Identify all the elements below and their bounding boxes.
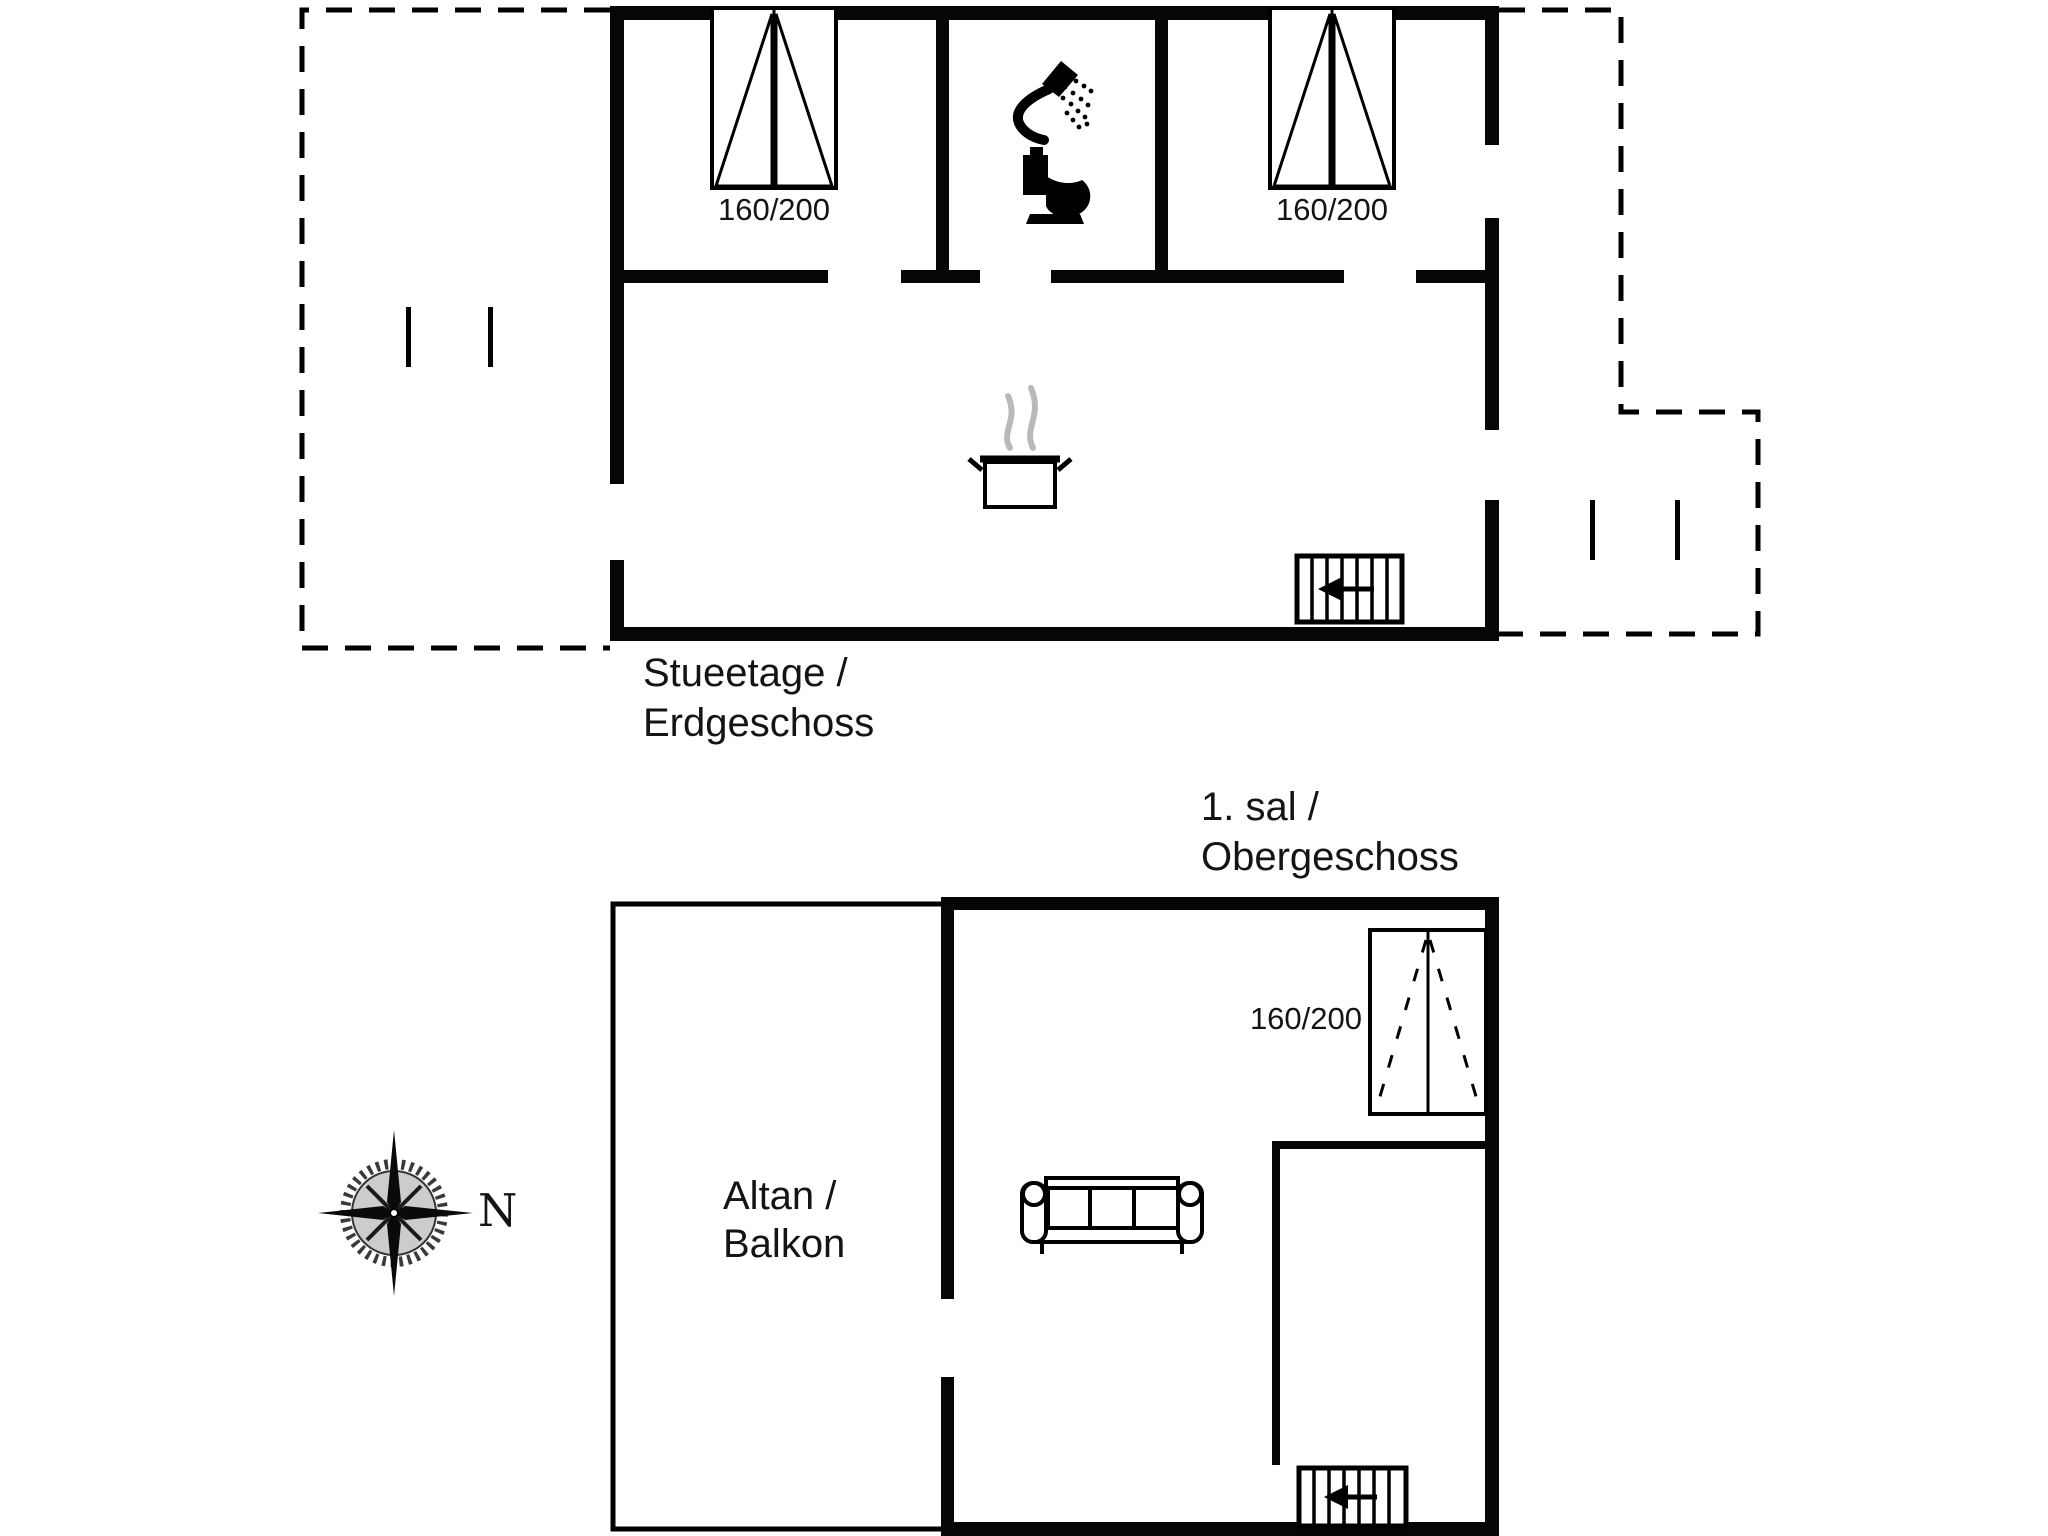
double-bed-icon [1268, 6, 1396, 190]
stairs-icon [1296, 1465, 1409, 1529]
toilet-icon [1023, 147, 1091, 224]
sofa-icon [1020, 1176, 1204, 1254]
first-floor-title: 1. sal / Obergeschoss [1201, 782, 1459, 882]
balcony-label: Altan / Balkon [723, 1172, 845, 1268]
cooking-pot-icon [967, 385, 1073, 509]
first-floor-title-line1: 1. sal / [1201, 785, 1319, 829]
stairs-direction-arrow-head [1318, 577, 1342, 601]
double-bed-icon [1368, 928, 1488, 1116]
window-marker-icon [1675, 500, 1680, 560]
terrace-left-outline [299, 7, 610, 651]
bed-size-label: 160/200 [1275, 192, 1389, 227]
stairs-direction-arrow-head [1324, 1485, 1348, 1509]
balcony-label-line2: Balkon [723, 1222, 846, 1266]
stairs-icon [1294, 553, 1405, 625]
shower-icon [1012, 61, 1094, 145]
balcony-label-line1: Altan / [723, 1174, 837, 1218]
compass-rose-icon [318, 1130, 473, 1296]
window-marker-icon [1590, 500, 1595, 560]
north-label: N [478, 1184, 518, 1237]
ground-floor-title-line1: Stueetage / [643, 651, 848, 695]
bed-size-label: 160/200 [717, 192, 831, 227]
balcony-outline [610, 901, 941, 1532]
first-floor-title-line2: Obergeschoss [1201, 835, 1459, 879]
water-drops [1060, 74, 1094, 130]
ground-floor-plan [299, 6, 1761, 651]
first-floor-plan [610, 897, 1499, 1536]
steam-icon [1027, 385, 1038, 451]
terrace-right-outline [1499, 7, 1761, 637]
steam-icon [1003, 393, 1015, 451]
double-bed-icon [710, 6, 838, 190]
bed-size-label: 160/200 [1249, 1001, 1362, 1036]
ground-floor-title-line2: Erdgeschoss [643, 701, 875, 745]
window-marker-icon [406, 307, 411, 367]
window-marker-icon [488, 307, 493, 367]
ground-floor-title: Stueetage / Erdgeschoss [643, 648, 874, 748]
